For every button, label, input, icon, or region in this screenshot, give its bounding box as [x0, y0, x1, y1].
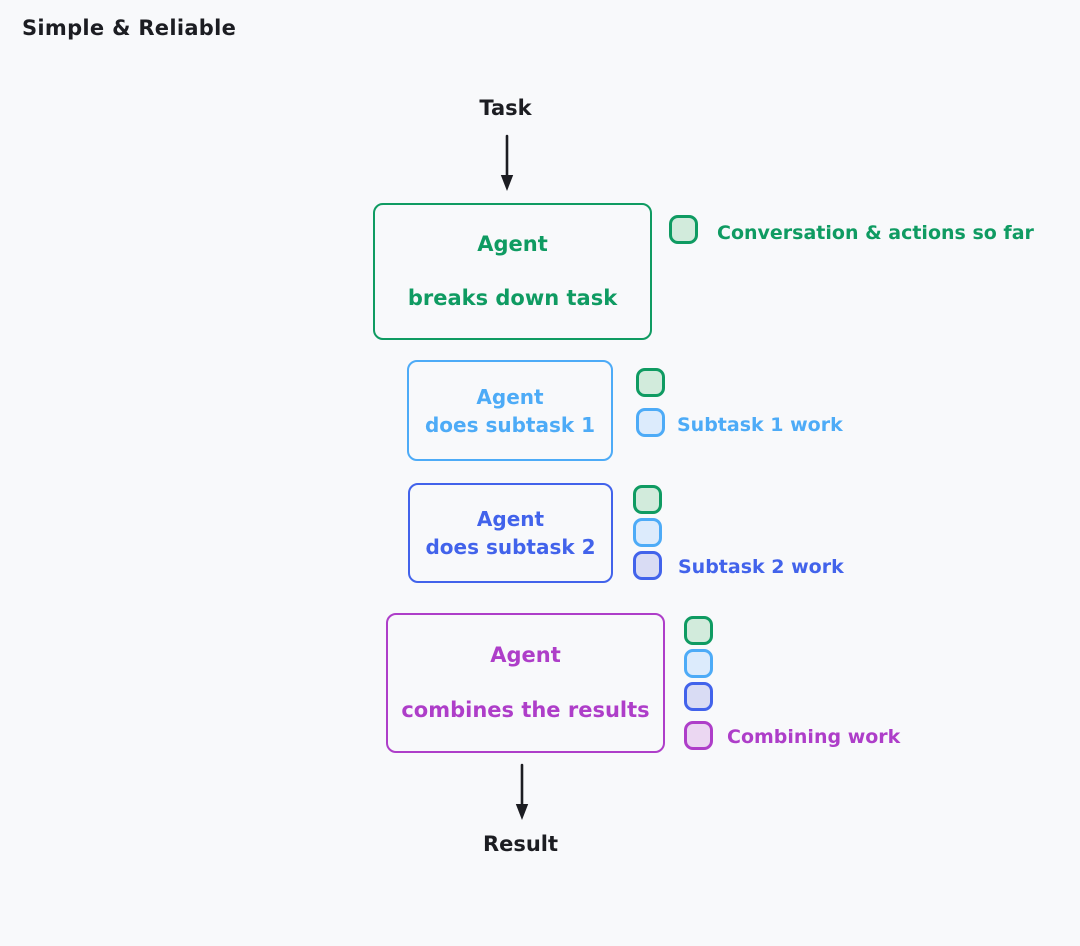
node-agent-does-subtask-1: Agent does subtask 1 — [407, 360, 613, 461]
legend-label-combining: Combining work — [727, 726, 901, 748]
node-text-line: Agent — [490, 643, 561, 668]
legend-chip-combining-blue — [684, 649, 713, 678]
legend-label-subtask1: Subtask 1 work — [677, 414, 843, 436]
diagram-title: Simple & Reliable — [22, 16, 237, 40]
legend-label-conversation: Conversation & actions so far — [717, 222, 1034, 244]
node-text-line: Agent — [476, 507, 545, 531]
legend-chip-conversation — [669, 215, 698, 244]
node-text-line: Agent — [476, 384, 544, 409]
node-agent-breaks-down-task: Agent breaks down task — [373, 203, 652, 340]
arrow-down-icon — [500, 134, 514, 191]
legend-chip-subtask1-blue — [636, 408, 665, 437]
node-text-line: Agent — [477, 231, 548, 256]
legend-chip-combining-green — [684, 616, 713, 645]
legend-chip-subtask2-green — [633, 485, 662, 514]
arrow-down-icon — [515, 763, 529, 820]
node-text-line: breaks down task — [407, 286, 618, 310]
node-text-line: does subtask 2 — [425, 535, 596, 559]
task-label: Task — [479, 96, 532, 120]
node-agent-combines-results: Agent combines the results — [386, 613, 665, 753]
node-text-line: does subtask 1 — [424, 412, 596, 437]
legend-chip-combining-indigo — [684, 682, 713, 711]
node-agent-does-subtask-2: Agent does subtask 2 — [408, 483, 613, 583]
legend-chip-subtask1-green — [636, 368, 665, 397]
legend-label-subtask2: Subtask 2 work — [678, 556, 844, 578]
legend-chip-subtask2-indigo — [633, 551, 662, 580]
node-text-line: combines the results — [401, 697, 650, 722]
legend-chip-subtask2-blue — [633, 518, 662, 547]
result-label: Result — [482, 832, 559, 856]
legend-chip-combining-purple — [684, 721, 713, 750]
